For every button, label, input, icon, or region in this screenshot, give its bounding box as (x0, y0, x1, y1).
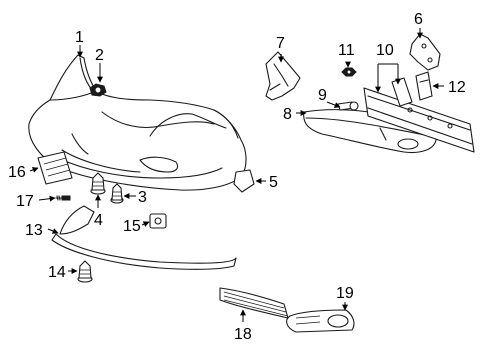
upper-bracket-part (409, 33, 441, 71)
callout-3: 3 (138, 189, 147, 206)
leader-17 (38, 195, 56, 202)
leader-lines (29, 28, 444, 322)
callout-12: 12 (448, 79, 466, 96)
leader-13 (47, 228, 59, 234)
leader-15 (141, 221, 150, 227)
callout-11: 11 (338, 42, 355, 59)
side-bracket-part (265, 51, 301, 101)
screw-part (55, 195, 71, 201)
callout-1: 1 (75, 29, 84, 46)
fog-cover-part (233, 169, 255, 193)
callout-14: 14 (48, 264, 66, 281)
callout-4: 4 (94, 212, 103, 229)
fog-lamp-bezel-part (286, 309, 355, 333)
lower-grille-part (219, 287, 289, 319)
callout-5: 5 (269, 174, 278, 191)
callout-15: 15 (123, 218, 141, 235)
callout-17: 17 (16, 193, 34, 210)
callout-2: 2 (95, 47, 104, 64)
impact-bar-part (363, 77, 475, 153)
callout-13: 13 (25, 222, 43, 239)
callout-8: 8 (283, 106, 292, 123)
bolt-part (337, 101, 359, 111)
callout-16: 16 (8, 164, 26, 181)
nut-part (341, 67, 357, 77)
leader-16 (29, 167, 39, 173)
lower-pin-part (77, 260, 93, 283)
callout-10: 10 (376, 42, 394, 59)
callout-19: 19 (336, 285, 354, 302)
end-bracket-part (415, 71, 433, 101)
lower-deflector-part (51, 205, 237, 270)
retainer-clip-part (89, 83, 107, 97)
callout-7: 7 (276, 35, 285, 52)
push-pin-part (110, 183, 124, 204)
license-plate-bracket-part (37, 151, 73, 185)
callout-labels: 1 2 3 4 5 6 7 8 9 10 11 12 13 14 15 16 1… (8, 11, 466, 343)
fastener-part (90, 172, 106, 195)
square-clip-part (149, 213, 167, 229)
callout-18: 18 (234, 326, 252, 343)
leader-9 (326, 101, 341, 108)
callout-9: 9 (318, 87, 327, 104)
callout-6: 6 (414, 11, 423, 28)
